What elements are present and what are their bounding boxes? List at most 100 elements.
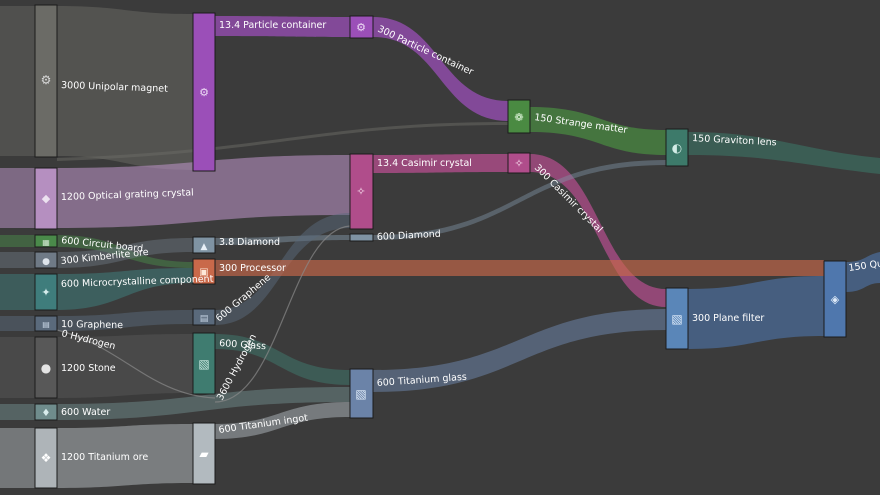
label-plane-filter: 300 Plane filter — [692, 313, 764, 324]
link-casimir1-to-casimir2 — [373, 154, 508, 173]
processor-icon: ▣ — [199, 267, 208, 278]
node-titanium-glass[interactable] — [349, 368, 374, 419]
link-incoming-water — [0, 404, 35, 420]
ingot-icon: ▰ — [199, 447, 209, 461]
label-diamond: 3.8 Diamond — [219, 237, 280, 248]
graphene-icon: ▤ — [200, 314, 209, 324]
circuit-icon: ▦ — [42, 238, 50, 247]
link-hydrogen-to-casimir — [214, 225, 351, 403]
node-stone[interactable] — [34, 336, 58, 399]
node-unipolar-magnet[interactable] — [34, 4, 58, 158]
link-incoming-stone — [0, 337, 35, 398]
casimir-icon: ✧ — [514, 157, 523, 170]
node-graphene[interactable] — [34, 315, 58, 332]
link-tiore-to-ingot — [57, 424, 193, 488]
label-water: 600 Water — [61, 407, 110, 418]
link-water-to-tiglass — [57, 387, 350, 420]
particle-icon: ⚙ — [356, 21, 366, 34]
node-strange-matter[interactable] — [507, 99, 531, 134]
link-ingot-to-tiglass — [215, 402, 350, 439]
link-quantum-out — [846, 252, 880, 292]
node-casimir-crystal-2[interactable] — [507, 152, 531, 174]
node-graviton-lens[interactable] — [665, 128, 689, 167]
plane-filter-icon: ▧ — [671, 312, 682, 326]
label-processor: 300 Processor — [219, 263, 286, 274]
titanium-glass-icon: ▧ — [355, 387, 366, 401]
strange-matter-icon: ❁ — [514, 111, 523, 124]
link-incoming-micro — [0, 274, 35, 310]
link-magnet-to-particle — [57, 6, 193, 170]
magnet-icon: ⚙ — [41, 73, 52, 87]
link-strange-to-graviton — [530, 107, 666, 155]
label-graphene: 10 Graphene — [61, 319, 123, 331]
link-circuit-to-processor — [57, 235, 193, 268]
label-graviton-lens: 150 Graviton lens — [692, 133, 777, 148]
link-kimberlite-to-diamond — [57, 238, 193, 268]
link-incoming-optical — [0, 168, 35, 228]
link-casimir2-to-plane — [530, 154, 666, 307]
link-incoming-magnet — [0, 6, 35, 156]
label-casimir-crystal-1: 13.4 Casimir crystal — [377, 158, 472, 169]
node-casimir-crystal-1[interactable] — [349, 153, 374, 230]
lens-icon: ◐ — [672, 141, 682, 155]
label-particle-container-1: 13.4 Particle container — [219, 20, 326, 31]
stone-icon: ● — [41, 361, 51, 375]
link-micro-to-processor — [57, 268, 193, 310]
node-particle-container-2[interactable] — [349, 15, 374, 39]
link-particle2-to-strange — [373, 17, 508, 121]
link-graviton-out — [688, 132, 880, 174]
link-incoming-kimberlite — [0, 252, 35, 268]
node-quantum[interactable] — [823, 260, 847, 338]
ore-icon: ❖ — [41, 451, 52, 465]
casimir-icon: ✧ — [356, 185, 365, 198]
node-processor[interactable] — [192, 258, 216, 285]
node-optical-grating-crystal[interactable] — [34, 167, 58, 230]
link-glass-to-tiglass — [215, 334, 350, 385]
link-tiglass-to-plane — [373, 309, 666, 392]
link-graphene-to-graphene2 — [57, 310, 193, 331]
link-plane-to-quantum — [688, 276, 824, 349]
node-titanium-ore[interactable] — [34, 427, 58, 489]
label-stone: 1200 Stone — [61, 363, 116, 374]
ore-icon: ● — [42, 257, 50, 267]
node-glass[interactable] — [192, 332, 216, 395]
label-optical-grating-crystal: 1200 Optical grating crystal — [61, 187, 194, 203]
label-glass: 600 Glass — [219, 338, 267, 352]
label-microcrystalline-component: 600 Microcrystalline component — [61, 274, 214, 290]
node-graphene-2[interactable] — [192, 308, 216, 326]
node-particle-container-1[interactable] — [192, 12, 216, 172]
link-incoming-circuit — [0, 235, 35, 247]
link-processor-to-quantum — [215, 260, 824, 276]
node-titanium-ingot[interactable] — [192, 422, 216, 485]
link-hydrogen-source — [56, 329, 216, 399]
node-plane-filter[interactable] — [665, 287, 689, 350]
link-incoming-tiore — [0, 428, 35, 488]
node-diamond[interactable] — [192, 236, 216, 254]
link-particle1-to-particle2 — [215, 16, 350, 37]
node-diamond-2[interactable] — [349, 233, 374, 242]
label-unipolar-magnet: 3000 Unipolar magnet — [61, 80, 168, 95]
label-particle-container-2: 300 Particle container — [376, 24, 475, 78]
sankey-nodes — [34, 4, 847, 489]
node-kimberlite-ore[interactable] — [34, 251, 58, 269]
sankey-links — [0, 6, 880, 488]
link-incoming-graphene — [0, 316, 35, 331]
graphene-icon: ▤ — [42, 320, 50, 329]
node-icons: ⚙ ◆ ▦ ● ✦ ▤ ● ♦ ❖ ⚙ ▲ ▣ ▤ ▧ ▰ ⚙ ✧ ▧ ❁ ✧ … — [41, 21, 840, 465]
diamond-icon: ▲ — [201, 242, 208, 252]
component-icon: ✦ — [41, 286, 50, 299]
node-water[interactable] — [34, 403, 58, 421]
quantum-chip-icon: ◈ — [831, 293, 840, 306]
link-diamond-to-diamond2 — [215, 235, 350, 245]
glass-icon: ▧ — [198, 357, 209, 371]
label-titanium-ore: 1200 Titanium ore — [61, 452, 148, 463]
label-quantum: 150 Qua — [848, 257, 880, 274]
crystal-icon: ◆ — [42, 192, 51, 205]
link-magnet-to-strange — [57, 122, 508, 161]
link-optical-to-casimir — [57, 155, 350, 228]
node-microcrystalline-component[interactable] — [34, 273, 58, 311]
node-circuit-board[interactable] — [34, 234, 58, 248]
particle-icon: ⚙ — [199, 86, 209, 99]
